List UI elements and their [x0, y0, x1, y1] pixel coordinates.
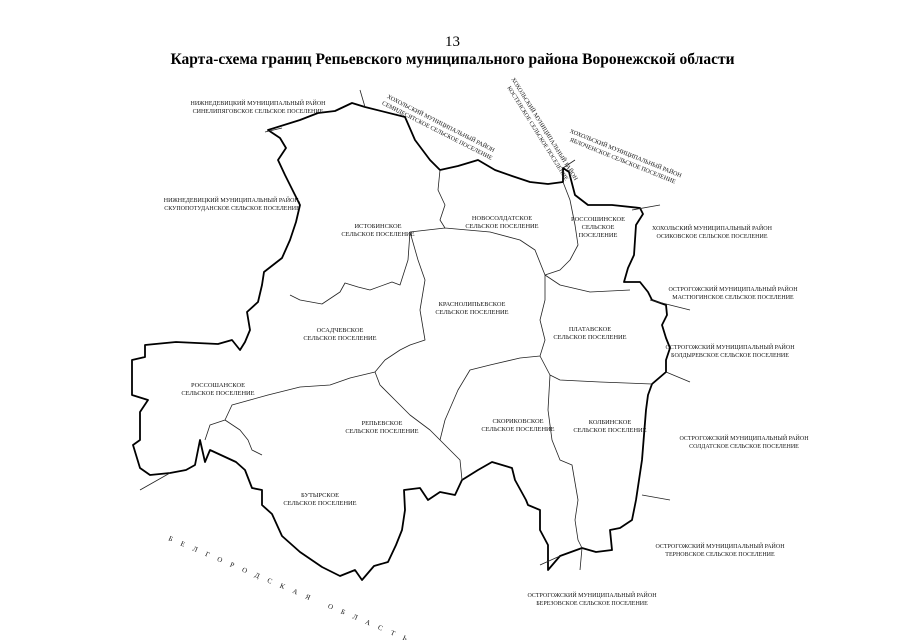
svg-text:НИЖНЕДЕВИЦКИЙ МУНИЦИПАЛЬНЫЙ РА: НИЖНЕДЕВИЦКИЙ МУНИЦИПАЛЬНЫЙ РАЙОН,: [164, 196, 301, 204]
region-label-belgorod: БЕЛГОРОДСКАЯ ОБЛАСТЬ: [167, 534, 416, 640]
svg-text:СЕЛЬСКОЕ ПОСЕЛЕНИЕ: СЕЛЬСКОЕ ПОСЕЛЕНИЕ: [481, 426, 554, 433]
svg-text:ИСТОБИНСКОЕ: ИСТОБИНСКОЕ: [354, 223, 401, 230]
svg-text:РОССОШИНСКОЕ: РОССОШИНСКОЕ: [571, 216, 625, 223]
svg-text:ОСТРОГОЖСКИЙ МУНИЦИПАЛЬНЫЙ РАЙ: ОСТРОГОЖСКИЙ МУНИЦИПАЛЬНЫЙ РАЙОН: [668, 285, 798, 293]
svg-text:СЕЛЬСКОЕ ПОСЕЛЕНИЕ: СЕЛЬСКОЕ ПОСЕЛЕНИЕ: [435, 309, 508, 316]
svg-text:КОСТЕНСКОЕ СЕЛЬСКОЕ ПОСЕЛЕНИЕ: КОСТЕНСКОЕ СЕЛЬСКОЕ ПОСЕЛЕНИЕ: [505, 85, 569, 182]
neighbor-khokholsky-semidesyatskoe: ХОХОЛЬСКИЙ МУНИЦИПАЛЬНЫЙ РАЙОНСЕМИДЕСЯТС…: [381, 92, 497, 162]
neighbor-nizhnedevitsky-sinelipyagovskoe: НИЖНЕДЕВИЦКИЙ МУНИЦИПАЛЬНЫЙ РАЙОН СИНЕЛИП…: [190, 99, 326, 115]
svg-text:СЕЛЬСКОЕ: СЕЛЬСКОЕ: [582, 224, 615, 231]
svg-text:ОСИКОВСКОЕ СЕЛЬСКОЕ ПОСЕЛЕНИЕ: ОСИКОВСКОЕ СЕЛЬСКОЕ ПОСЕЛЕНИЕ: [657, 234, 768, 240]
svg-text:СЕЛЬСКОЕ ПОСЕЛЕНИЕ: СЕЛЬСКОЕ ПОСЕЛЕНИЕ: [465, 223, 538, 230]
svg-text:КОЛБИНСКОЕ: КОЛБИНСКОЕ: [589, 419, 632, 426]
svg-text:ХОХОЛЬСКИЙ МУНИЦИПАЛЬНЫЙ РАЙОН: ХОХОЛЬСКИЙ МУНИЦИПАЛЬНЫЙ РАЙОН: [569, 127, 684, 180]
svg-text:СЕЛЬСКОЕ ПОСЕЛЕНИЕ: СЕЛЬСКОЕ ПОСЕЛЕНИЕ: [341, 231, 414, 238]
svg-text:СЕЛЬСКОЕ ПОСЕЛЕНИЕ: СЕЛЬСКОЕ ПОСЕЛЕНИЕ: [283, 500, 356, 507]
svg-text:ОСАДЧЕВСКОЕ: ОСАДЧЕВСКОЕ: [317, 327, 364, 334]
svg-text:БУТЫРСКОЕ: БУТЫРСКОЕ: [301, 492, 339, 499]
svg-text:БОЛДЫРЕВСКОЕ СЕЛЬСКОЕ ПОСЕЛЕНИ: БОЛДЫРЕВСКОЕ СЕЛЬСКОЕ ПОСЕЛЕНИЕ: [671, 353, 789, 359]
svg-text:ХОХОЛЬСКИЙ МУНИЦИПАЛЬНЫЙ РАЙОН: ХОХОЛЬСКИЙ МУНИЦИПАЛЬНЫЙ РАЙОН: [652, 224, 773, 232]
svg-text:ПОСЕЛЕНИЕ: ПОСЕЛЕНИЕ: [579, 232, 618, 239]
svg-text:БЕРЕЗОВСКОЕ СЕЛЬСКОЕ ПОСЕЛЕНИЕ: БЕРЕЗОВСКОЕ СЕЛЬСКОЕ ПОСЕЛЕНИЕ: [536, 601, 648, 607]
svg-text:ТЕРНОВСКОЕ СЕЛЬСКОЕ ПОСЕЛЕНИЕ: ТЕРНОВСКОЕ СЕЛЬСКОЕ ПОСЕЛЕНИЕ: [665, 552, 775, 558]
svg-text:ЯБЛОЧЕНСКОЕ СЕЛЬСКОЕ ПОСЕЛЕНИЕ: ЯБЛОЧЕНСКОЕ СЕЛЬСКОЕ ПОСЕЛЕНИЕ: [569, 137, 677, 185]
svg-text:СЕЛЬСКОЕ ПОСЕЛЕНИЕ: СЕЛЬСКОЕ ПОСЕЛЕНИЕ: [181, 390, 254, 397]
svg-text:НОВОСОЛДАТСКОЕ: НОВОСОЛДАТСКОЕ: [472, 215, 532, 222]
page-number: 13: [445, 34, 460, 50]
neighbor-ostrogozhsky-berezovskoe: ОСТРОГОЖСКИЙ МУНИЦИПАЛЬНЫЙ РАЙОН БЕРЕЗОВС…: [527, 591, 657, 607]
svg-text:РЕПЬЕВСКОЕ: РЕПЬЕВСКОЕ: [362, 420, 403, 427]
svg-text:КРАСНОЛИПЬЕВСКОЕ: КРАСНОЛИПЬЕВСКОЕ: [439, 301, 506, 308]
svg-text:ОСТРОГОЖСКИЙ МУНИЦИПАЛЬНЫЙ РАЙ: ОСТРОГОЖСКИЙ МУНИЦИПАЛЬНЫЙ РАЙОН: [665, 343, 795, 351]
svg-text:ОСТРОГОЖСКИЙ МУНИЦИПАЛЬНЫЙ РАЙ: ОСТРОГОЖСКИЙ МУНИЦИПАЛЬНЫЙ РАЙОН: [527, 591, 657, 599]
neighbor-khokholsky-yablochenskoe: ХОХОЛЬСКИЙ МУНИЦИПАЛЬНЫЙ РАЙОНЯБЛОЧЕНСКО…: [569, 127, 684, 186]
svg-text:СКУПОПОТУДАНСКОЕ СЕЛЬСКОЕ ПОСЕ: СКУПОПОТУДАНСКОЕ СЕЛЬСКОЕ ПОСЕЛЕНИЕ: [164, 206, 300, 212]
district-outer-boundary: [131, 102, 671, 581]
svg-text:СЕЛЬСКОЕ ПОСЕЛЕНИЕ: СЕЛЬСКОЕ ПОСЕЛЕНИЕ: [345, 428, 418, 435]
svg-text:МАСТЮГИНСКОЕ СЕЛЬСКОЕ ПОСЕЛЕНИ: МАСТЮГИНСКОЕ СЕЛЬСКОЕ ПОСЕЛЕНИЕ: [672, 295, 794, 301]
neighbor-ostrogozhsky-mastyuginskoe: ОСТРОГОЖСКИЙ МУНИЦИПАЛЬНЫЙ РАЙОН МАСТЮГИН…: [668, 285, 798, 301]
neighbor-ostrogozhsky-boldyrevskoe: ОСТРОГОЖСКИЙ МУНИЦИПАЛЬНЫЙ РАЙОН БОЛДЫРЕВ…: [665, 343, 795, 359]
neighbor-nizhnedevitsky-skupopotudanskoe: НИЖНЕДЕВИЦКИЙ МУНИЦИПАЛЬНЫЙ РАЙОН, СКУПОП…: [164, 196, 301, 212]
neighbor-ostrogozhsky-ternovskoe: ОСТРОГОЖСКИЙ МУНИЦИПАЛЬНЫЙ РАЙОН ТЕРНОВСК…: [655, 542, 785, 558]
svg-text:ОСТРОГОЖСКИЙ МУНИЦИПАЛЬНЫЙ РАЙ: ОСТРОГОЖСКИЙ МУНИЦИПАЛЬНЫЙ РАЙОН: [679, 434, 809, 442]
svg-text:СИНЕЛИПЯГОВСКОЕ СЕЛЬСКОЕ ПОСЕЛ: СИНЕЛИПЯГОВСКОЕ СЕЛЬСКОЕ ПОСЕЛЕНИЕ: [193, 109, 324, 115]
svg-text:ХОХОЛЬСКИЙ МУНИЦИПАЛЬНЫЙ РАЙОН: ХОХОЛЬСКИЙ МУНИЦИПАЛЬНЫЙ РАЙОН: [510, 76, 581, 182]
svg-text:СЕЛЬСКОЕ ПОСЕЛЕНИЕ: СЕЛЬСКОЕ ПОСЕЛЕНИЕ: [303, 335, 376, 342]
svg-text:ХОХОЛЬСКИЙ МУНИЦИПАЛЬНЫЙ РАЙОН: ХОХОЛЬСКИЙ МУНИЦИПАЛЬНЫЙ РАЙОН: [386, 92, 497, 154]
svg-text:ПЛАТАВСКОЕ: ПЛАТАВСКОЕ: [569, 326, 611, 333]
svg-text:СЕМИДЕСЯТСКОЕ СЕЛЬСКОЕ ПОСЕЛЕН: СЕМИДЕСЯТСКОЕ СЕЛЬСКОЕ ПОСЕЛЕНИЕ: [381, 101, 493, 162]
svg-text:НИЖНЕДЕВИЦКИЙ МУНИЦИПАЛЬНЫЙ РА: НИЖНЕДЕВИЦКИЙ МУНИЦИПАЛЬНЫЙ РАЙОН: [190, 99, 326, 107]
neighbor-ostrogozhsky-soldatskoe: ОСТРОГОЖСКИЙ МУНИЦИПАЛЬНЫЙ РАЙОН СОЛДАТСК…: [679, 434, 809, 450]
neighbor-khokholsky-osikovskoe: ХОХОЛЬСКИЙ МУНИЦИПАЛЬНЫЙ РАЙОН ОСИКОВСКОЕ…: [652, 224, 773, 240]
neighbor-khokholsky-kostenskoe: ХОХОЛЬСКИЙ МУНИЦИПАЛЬНЫЙ РАЙОНКОСТЕНСКОЕ…: [505, 76, 581, 182]
svg-text:ОСТРОГОЖСКИЙ МУНИЦИПАЛЬНЫЙ РАЙ: ОСТРОГОЖСКИЙ МУНИЦИПАЛЬНЫЙ РАЙОН: [655, 542, 785, 550]
svg-text:РОССОШАНСКОЕ: РОССОШАНСКОЕ: [191, 382, 245, 389]
external-boundary-stubs: [139, 89, 691, 571]
internal-boundaries: [204, 169, 653, 549]
svg-text:СЕЛЬСКОЕ ПОСЕЛЕНИЕ: СЕЛЬСКОЕ ПОСЕЛЕНИЕ: [573, 427, 646, 434]
svg-text:СКОРИКОВСКОЕ: СКОРИКОВСКОЕ: [492, 418, 543, 425]
svg-text:СЕЛЬСКОЕ ПОСЕЛЕНИЕ: СЕЛЬСКОЕ ПОСЕЛЕНИЕ: [553, 334, 626, 341]
page-title: Карта-схема границ Репьевского муниципал…: [170, 51, 735, 68]
svg-text:СОЛДАТСКОЕ СЕЛЬСКОЕ ПОСЕЛЕНИЕ: СОЛДАТСКОЕ СЕЛЬСКОЕ ПОСЕЛЕНИЕ: [689, 444, 799, 450]
